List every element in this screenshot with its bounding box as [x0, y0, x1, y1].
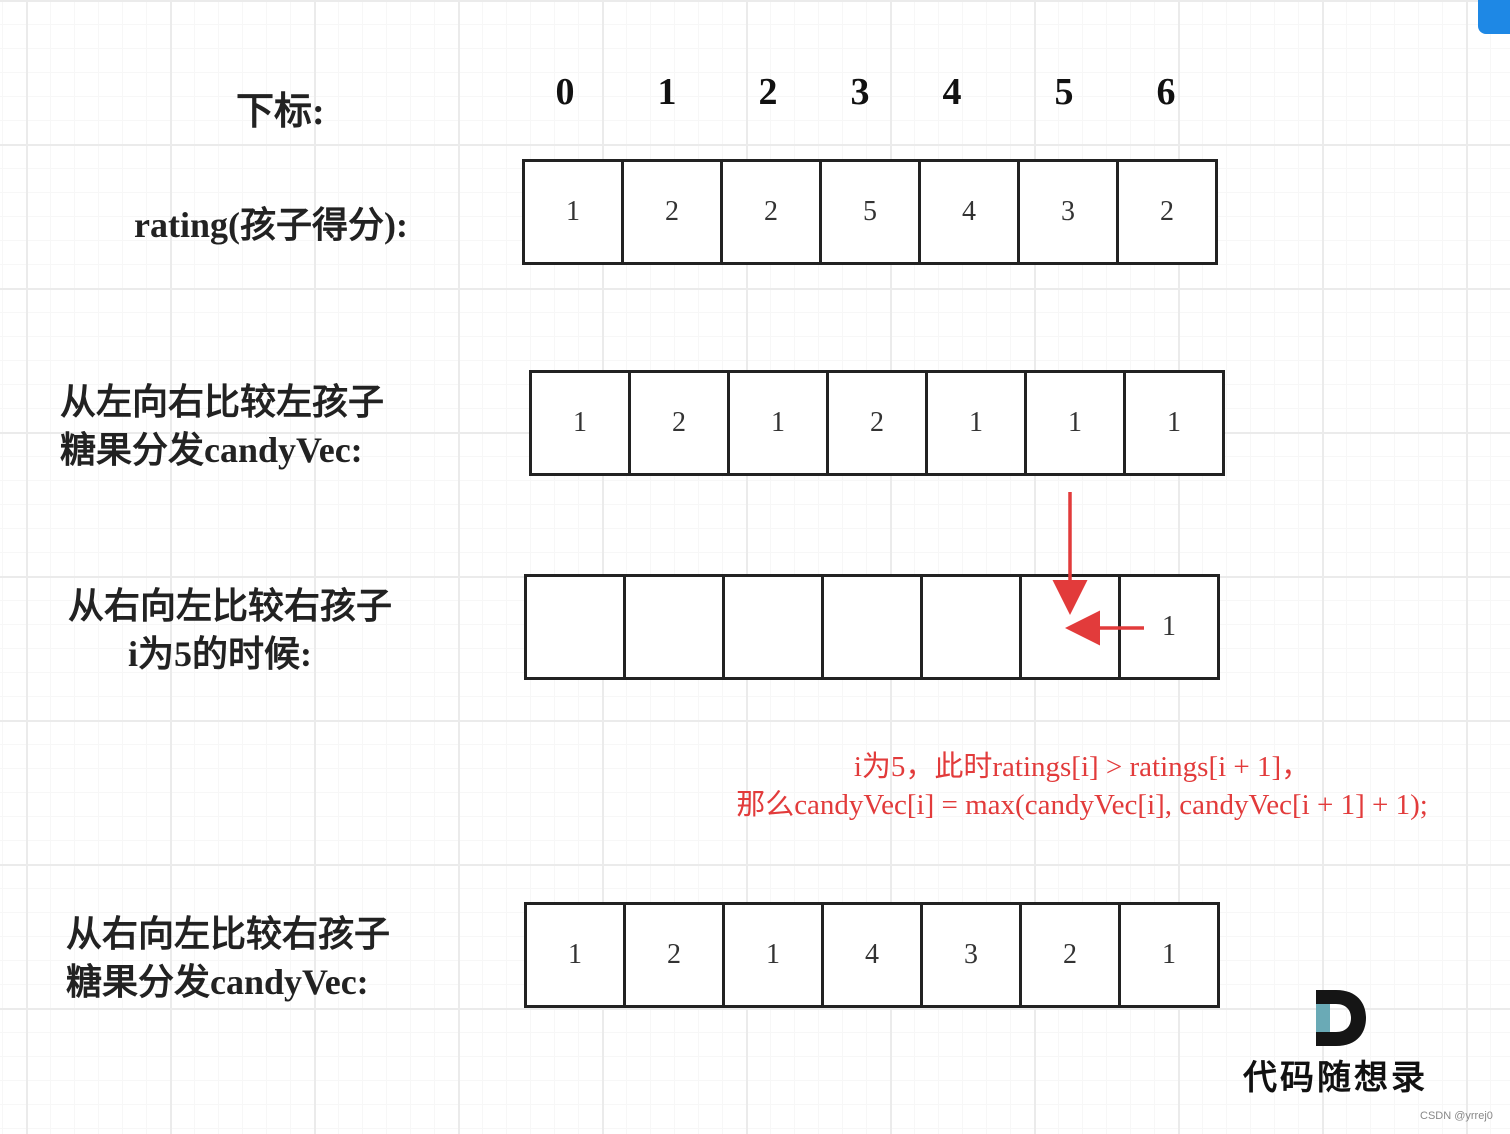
index-1: 1 — [657, 71, 677, 113]
index-2: 2 — [758, 71, 778, 113]
rating-cell: 5 — [822, 162, 921, 262]
right-pass-label: 从右向左比较右孩子 糖果分发candyVec: — [66, 910, 390, 1006]
left-candy-cell: 1 — [928, 373, 1027, 473]
rating-cell: 3 — [1020, 162, 1119, 262]
left-candy-cell: 1 — [1027, 373, 1126, 473]
step-candy-cell: 1 — [1162, 611, 1176, 642]
index-label: 下标: — [236, 91, 325, 133]
step-candy-cell — [824, 577, 923, 677]
right-pass-label-line2: 糖果分发candyVec: — [66, 962, 369, 1002]
right-candy-cell: 4 — [824, 905, 923, 1005]
step-candy-cell — [725, 577, 824, 677]
left-candy-cell: 2 — [631, 373, 730, 473]
rating-cell: 2 — [723, 162, 822, 262]
formula-note-line1: i为5，此时ratings[i] > ratings[i + 1]， — [853, 751, 1311, 783]
step-candy-cell — [626, 577, 725, 677]
left-candy-cell: 2 — [829, 373, 928, 473]
left-candy-cell: 1 — [1167, 407, 1181, 438]
right-candy-array: 1 2 1 4 3 2 1 — [524, 902, 1220, 1008]
right-candy-cell: 1 — [725, 905, 824, 1005]
left-pass-label-line2: 糖果分发candyVec: — [60, 430, 363, 470]
right-candy-cell: 2 — [1022, 905, 1121, 1005]
rating-cell: 2 — [1160, 196, 1174, 227]
right-candy-cell: 3 — [923, 905, 1022, 1005]
index-6: 6 — [1156, 71, 1176, 113]
step-label-line2: i为5的时候: — [128, 634, 312, 674]
index-4: 4 — [942, 71, 962, 113]
rating-cell: 1 — [525, 162, 624, 262]
right-candy-cell: 1 — [1162, 939, 1176, 970]
right-pass-label-line1: 从右向左比较右孩子 — [66, 914, 391, 954]
rating-array: 1 2 2 5 4 3 2 — [522, 159, 1218, 265]
step-label: 从右向左比较右孩子 i为5的时候: — [68, 582, 392, 678]
rating-cell: 4 — [921, 162, 1020, 262]
step-candy-cell — [1022, 577, 1121, 677]
left-candy-array: 1 2 1 2 1 1 1 — [529, 370, 1225, 476]
rating-cell: 2 — [624, 162, 723, 262]
index-3: 3 — [850, 71, 870, 113]
left-pass-label: 从左向右比较左孩子 糖果分发candyVec: — [60, 378, 384, 474]
right-candy-cell: 2 — [626, 905, 725, 1005]
rating-label: rating(孩子得分): — [134, 205, 408, 245]
index-5: 5 — [1054, 71, 1074, 113]
step-candy-cell — [527, 577, 626, 677]
step-candy-array: 1 — [524, 574, 1220, 680]
left-candy-cell: 1 — [730, 373, 829, 473]
corner-button[interactable] — [1478, 0, 1510, 34]
index-0: 0 — [555, 71, 575, 113]
step-label-line1: 从右向左比较右孩子 — [68, 586, 393, 626]
formula-note-line2: 那么candyVec[i] = max(candyVec[i], candyVe… — [736, 789, 1428, 821]
left-pass-label-line1: 从左向右比较左孩子 — [60, 382, 385, 422]
brand-watermark: 代码随想录 — [1243, 1058, 1428, 1098]
right-candy-cell: 1 — [527, 905, 626, 1005]
logo-d-icon — [1316, 990, 1366, 1046]
credit-text: CSDN @yrrej0 — [1420, 1110, 1493, 1122]
formula-note: i为5，此时ratings[i] > ratings[i + 1]， 那么can… — [712, 748, 1452, 824]
step-candy-cell — [923, 577, 1022, 677]
left-candy-cell: 1 — [532, 373, 631, 473]
